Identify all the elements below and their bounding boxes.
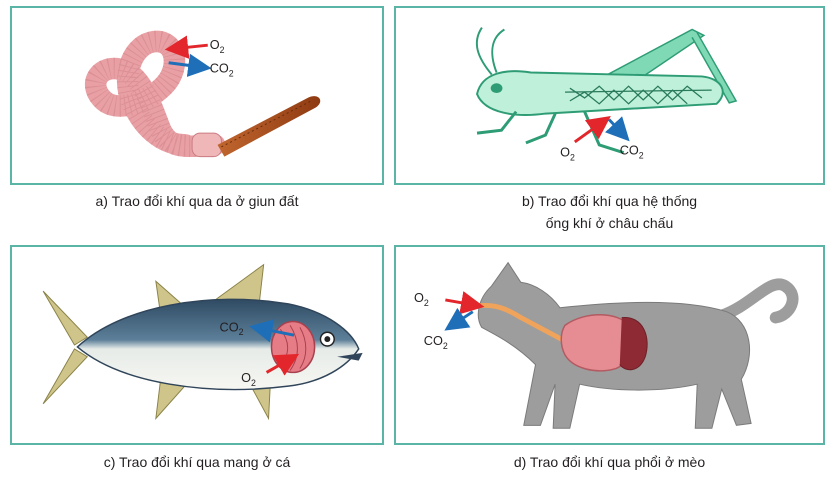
co2-label: CO2 bbox=[220, 319, 244, 337]
fish-illustration: CO2 O2 bbox=[42, 263, 363, 421]
o2-arrow bbox=[573, 116, 611, 144]
o2-arrow bbox=[445, 291, 485, 315]
panel-earthworm: O2 CO2 bbox=[10, 6, 384, 185]
co2-label: CO2 bbox=[424, 333, 448, 351]
o2-arrow bbox=[265, 353, 300, 376]
panel-cat: O2 CO2 bbox=[394, 245, 825, 445]
o2-arrow bbox=[164, 35, 208, 59]
lung bbox=[560, 314, 634, 372]
co2-arrow bbox=[444, 307, 474, 331]
grasshopper-body bbox=[476, 70, 724, 116]
caption-grasshopper-line2: ống khí ở châu chấu bbox=[545, 215, 674, 231]
caption-cat: d) Trao đổi khí qua phổi ở mèo bbox=[513, 454, 706, 470]
co2-arrow bbox=[249, 319, 295, 343]
caption-grasshopper-line1: b) Trao đổi khí qua hệ thống bbox=[521, 193, 698, 209]
co2-arrow bbox=[605, 116, 630, 142]
co2-label: CO2 bbox=[210, 62, 234, 79]
co2-label: CO2 bbox=[620, 144, 644, 161]
earthworm-body bbox=[85, 30, 226, 158]
earthworm-illustration: O2 CO2 bbox=[85, 30, 321, 158]
earthworm-tail bbox=[217, 96, 321, 157]
caption-fish: c) Trao đổi khí qua mang ở cá bbox=[103, 454, 291, 470]
o2-label: O2 bbox=[414, 290, 429, 308]
fish-body bbox=[76, 298, 360, 391]
caption-grasshopper: b) Trao đổi khí qua hệ thống ống khí ở c… bbox=[394, 190, 825, 234]
cat-illustration: O2 CO2 bbox=[414, 261, 799, 429]
o2-label: O2 bbox=[241, 370, 256, 388]
caption-earthworm: a) Trao đổi khí qua da ở giun đất bbox=[95, 193, 299, 209]
o2-label: O2 bbox=[210, 38, 225, 55]
o2-label: O2 bbox=[560, 146, 575, 163]
panel-grasshopper: O2 CO2 bbox=[394, 6, 825, 185]
grasshopper-illustration: O2 CO2 bbox=[475, 27, 738, 163]
tracheal-system bbox=[565, 85, 712, 105]
panel-fish: CO2 O2 bbox=[10, 245, 384, 445]
co2-arrow bbox=[168, 53, 212, 77]
clitellum bbox=[191, 132, 222, 158]
